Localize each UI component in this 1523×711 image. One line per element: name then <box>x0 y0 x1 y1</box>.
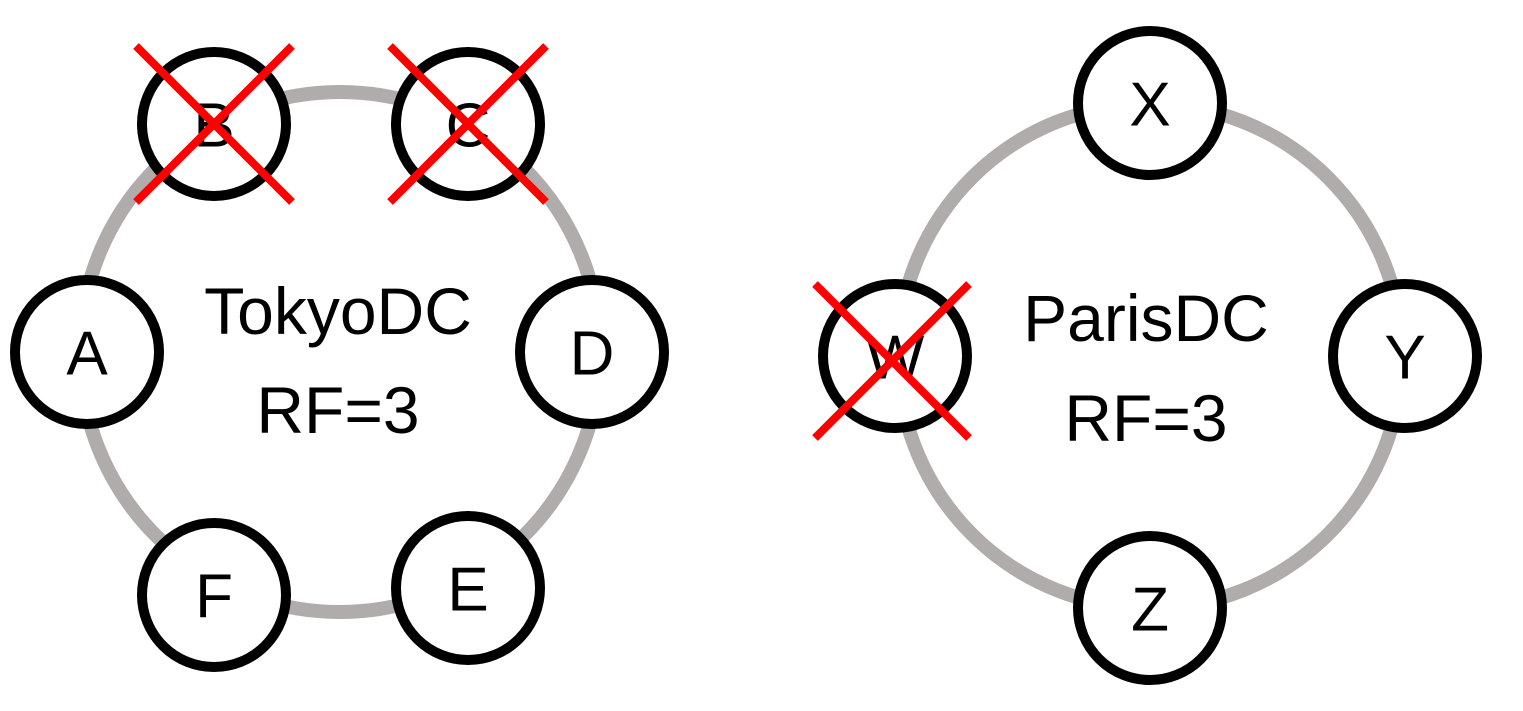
paris-datacenter: X Y Z W ParisDC RF=3 <box>812 26 1482 685</box>
node-z-label: Z <box>1131 576 1169 645</box>
node-e-circle <box>391 511 545 665</box>
tokyo-dc-name: TokyoDC <box>204 274 472 348</box>
node-e-label: E <box>447 556 488 625</box>
node-a-label: A <box>66 320 108 389</box>
node-z-circle <box>1073 531 1227 685</box>
node-x-label: X <box>1129 71 1170 140</box>
node-c-failed-cross-icon <box>387 43 549 205</box>
node-y-label: Y <box>1384 324 1425 393</box>
node-a-circle <box>10 275 164 429</box>
node-x-circle <box>1073 26 1227 180</box>
node-b-failed-cross-icon <box>133 43 295 205</box>
node-z: Z <box>1073 531 1227 685</box>
node-y-circle <box>1328 279 1482 433</box>
node-e: E <box>391 511 545 665</box>
node-x: X <box>1073 26 1227 180</box>
node-w: W <box>812 279 972 441</box>
node-f: F <box>137 518 291 672</box>
tokyo-dc-replication: RF=3 <box>256 373 419 447</box>
node-f-circle <box>137 518 291 672</box>
node-y: Y <box>1328 279 1482 433</box>
node-d: D <box>515 275 669 429</box>
node-c: C <box>387 43 549 205</box>
node-f-label: F <box>195 563 233 632</box>
node-a: A <box>10 275 164 429</box>
node-b: B <box>133 43 295 205</box>
node-w-failed-cross-icon <box>812 281 972 441</box>
node-d-label: D <box>570 320 615 389</box>
node-d-circle <box>515 275 669 429</box>
tokyo-datacenter: A B C D E F <box>10 43 669 672</box>
paris-dc-replication: RF=3 <box>1064 381 1227 455</box>
paris-dc-name: ParisDC <box>1023 281 1269 355</box>
